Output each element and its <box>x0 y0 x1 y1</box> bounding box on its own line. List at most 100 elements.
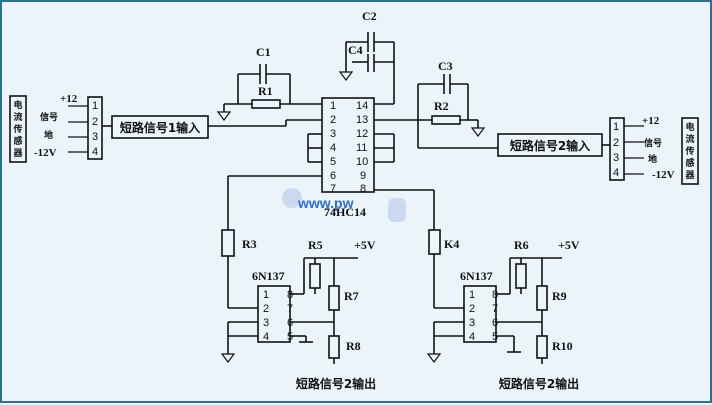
ic-pin: 1 <box>330 100 336 112</box>
r1-label: R1 <box>258 84 273 98</box>
watermark-blob <box>282 188 302 208</box>
r8-resistor <box>328 335 340 359</box>
opto1-label: 6N137 <box>252 269 285 283</box>
vcc-label-1: +5V <box>354 238 376 252</box>
opto-pin: 5 <box>287 331 293 343</box>
sensor-right-line-label: +12 <box>642 115 660 127</box>
sensor-right-char: 传 <box>684 145 694 157</box>
opto-pin: 7 <box>287 303 293 315</box>
sensor-left-char: 流 <box>13 111 22 123</box>
r1-resistor <box>251 99 281 109</box>
connector-left-pin: 4 <box>92 146 98 158</box>
opto-pin: 2 <box>469 303 475 315</box>
r10-label: R10 <box>552 339 573 353</box>
r9-label: R9 <box>552 289 567 303</box>
sensor-right-line-label: 地 <box>648 153 657 165</box>
opto2-label: 6N137 <box>460 269 493 283</box>
r4-label: K4 <box>444 237 459 251</box>
r2-resistor <box>431 115 461 125</box>
connector-left <box>87 96 103 160</box>
opto-pin: 5 <box>492 331 498 343</box>
r7-label: R7 <box>344 289 359 303</box>
sensor-left-line-label: 信号 <box>40 111 58 123</box>
ic-pin: 7 <box>330 183 336 195</box>
ic-pins-left: 1 2 3 4 5 6 7 <box>330 100 336 195</box>
connector-right-pin: 4 <box>613 167 619 179</box>
sensor-right-line-label: 信号 <box>644 137 662 149</box>
sensor-left-char: 电 <box>13 99 22 111</box>
ic-pin: 5 <box>330 156 336 168</box>
r10-resistor <box>536 335 548 359</box>
ic-pin: 4 <box>330 142 336 154</box>
sensor-right-char: 器 <box>684 170 695 181</box>
r9-resistor <box>536 285 548 311</box>
c4-label: C4 <box>348 43 363 57</box>
r6-label: R6 <box>514 238 529 252</box>
r5-label: R5 <box>308 238 323 252</box>
opto-pin: 6 <box>287 317 293 329</box>
connector-right-pin: 2 <box>613 137 619 149</box>
ground-symbol <box>426 353 442 363</box>
c1-label: C1 <box>256 45 271 59</box>
connector-left-pin: 3 <box>92 131 98 143</box>
ic-pin: 6 <box>330 170 336 182</box>
ground-symbol <box>338 71 354 81</box>
connector-left-pin: 2 <box>92 116 98 128</box>
connector-left-pin: 1 <box>92 100 98 112</box>
sensor-left: 电 流 传 感 器 +12 信号 地 -12V 1 2 3 4 <box>9 93 112 163</box>
sensor-left-box <box>9 95 27 163</box>
opto-pin: 3 <box>469 317 475 329</box>
sensor-left-char: 传 <box>12 123 22 135</box>
ic-pin: 12 <box>356 128 368 140</box>
opto-pin: 4 <box>263 331 269 343</box>
ic-pin: 8 <box>360 183 366 195</box>
sensor-left-line-label: -12V <box>34 147 57 159</box>
sensor-left-char: 感 <box>13 135 22 147</box>
ic-pin: 13 <box>356 114 368 126</box>
r5-resistor <box>309 263 321 289</box>
opto-pin: 2 <box>263 303 269 315</box>
ic-pin: 3 <box>330 128 336 140</box>
ground-symbol <box>216 111 232 121</box>
r3-label: R3 <box>242 237 257 251</box>
input-box-2-label: 短路信号2输入 <box>510 138 590 153</box>
opto-pin: 6 <box>492 317 498 329</box>
opto-pin: 1 <box>469 289 475 301</box>
ground-symbol <box>470 127 486 137</box>
connector-right-pin: 3 <box>613 152 619 164</box>
sensor-right-char: 电 <box>685 121 694 133</box>
ic-pin: 9 <box>360 170 366 182</box>
opto-pin: 4 <box>469 331 475 343</box>
opto-pin: 8 <box>287 289 293 301</box>
ground-symbol <box>220 353 236 363</box>
r8-label: R8 <box>346 339 361 353</box>
sensor-right-box <box>681 117 699 185</box>
r4-resistor <box>428 229 441 255</box>
watermark-text: www.pw <box>297 195 354 211</box>
connector-right <box>609 117 625 181</box>
r3-resistor <box>221 229 235 257</box>
opto-pin: 1 <box>263 289 269 301</box>
sensor-left-char: 器 <box>12 148 23 159</box>
ic-pins-right: 14 13 12 11 10 9 8 <box>356 100 368 195</box>
opto2-chip <box>463 285 497 343</box>
c3-label: C3 <box>438 59 453 73</box>
output-label-1: 短路信号2输出 <box>296 376 376 391</box>
output-label-2: 短路信号2输出 <box>499 376 579 391</box>
watermark-blob <box>388 198 406 222</box>
c2-label: C2 <box>362 9 377 23</box>
r6-resistor <box>515 263 527 289</box>
ic-label: 74HC14 <box>324 205 366 219</box>
sensor-right-line-label: -12V <box>652 169 675 181</box>
ic-pin: 14 <box>356 100 368 112</box>
sensor-left-line-label: 地 <box>44 129 53 141</box>
sensor-right: 1 2 3 4 +12 信号 地 -12V 电 流 传 感 器 <box>609 115 699 185</box>
ic-pin: 10 <box>356 156 368 168</box>
vcc-label-2: +5V <box>558 238 580 252</box>
opto-pin: 8 <box>492 289 498 301</box>
input-box-1-label: 短路信号1输入 <box>120 120 200 135</box>
opto-pin: 3 <box>263 317 269 329</box>
sensor-right-char: 流 <box>685 133 694 145</box>
